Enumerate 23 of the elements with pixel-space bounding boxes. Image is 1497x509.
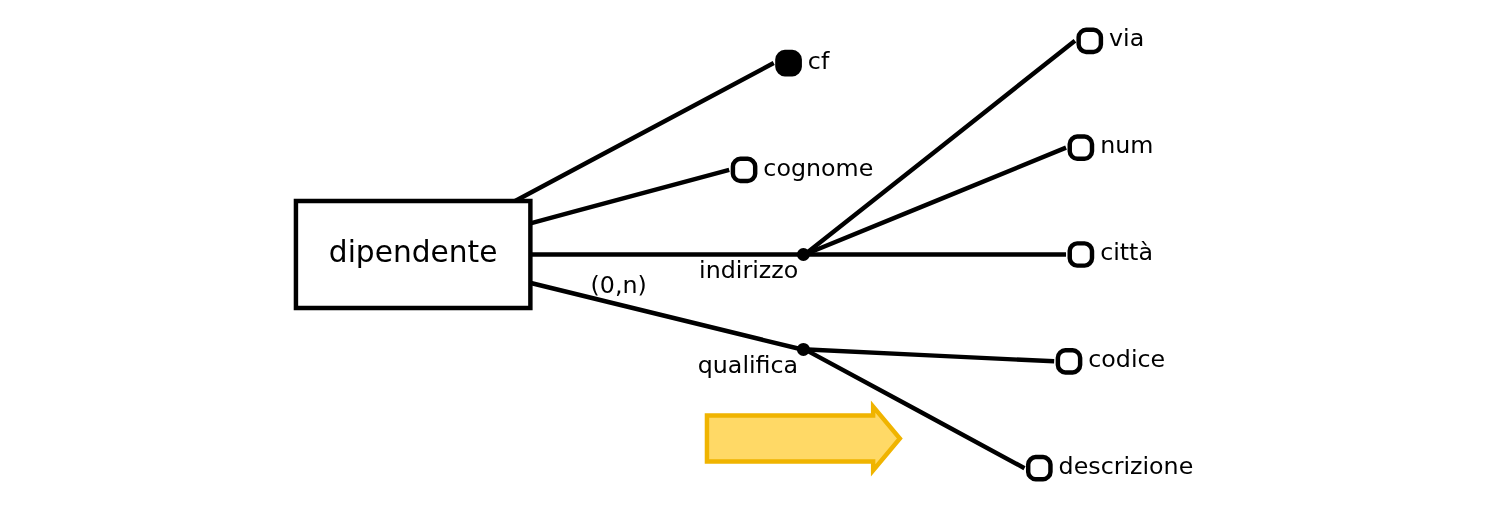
connector [807,347,1055,364]
node-label: num [1100,131,1154,160]
node-label: via [1109,24,1145,53]
node-label: qualifica [697,350,799,379]
node-label: codice [1088,344,1166,373]
node-label: cf [807,46,830,75]
node-circle [796,342,810,356]
connector [806,145,1067,256]
node-label: città [1100,238,1153,267]
node-label: cognome [763,153,874,182]
connector [806,349,1026,471]
connector [529,167,730,226]
connector [807,252,1067,257]
connector [806,39,1077,254]
connector [514,61,775,203]
node-arrow [704,400,903,477]
edge-label: (0,n) [590,270,647,299]
node-label: descrizione [1058,451,1194,480]
connector [530,280,800,351]
node-circle [796,248,810,261]
node-box: dipendente [293,198,533,311]
connector [530,252,799,257]
node-label: indirizzo [699,255,799,284]
